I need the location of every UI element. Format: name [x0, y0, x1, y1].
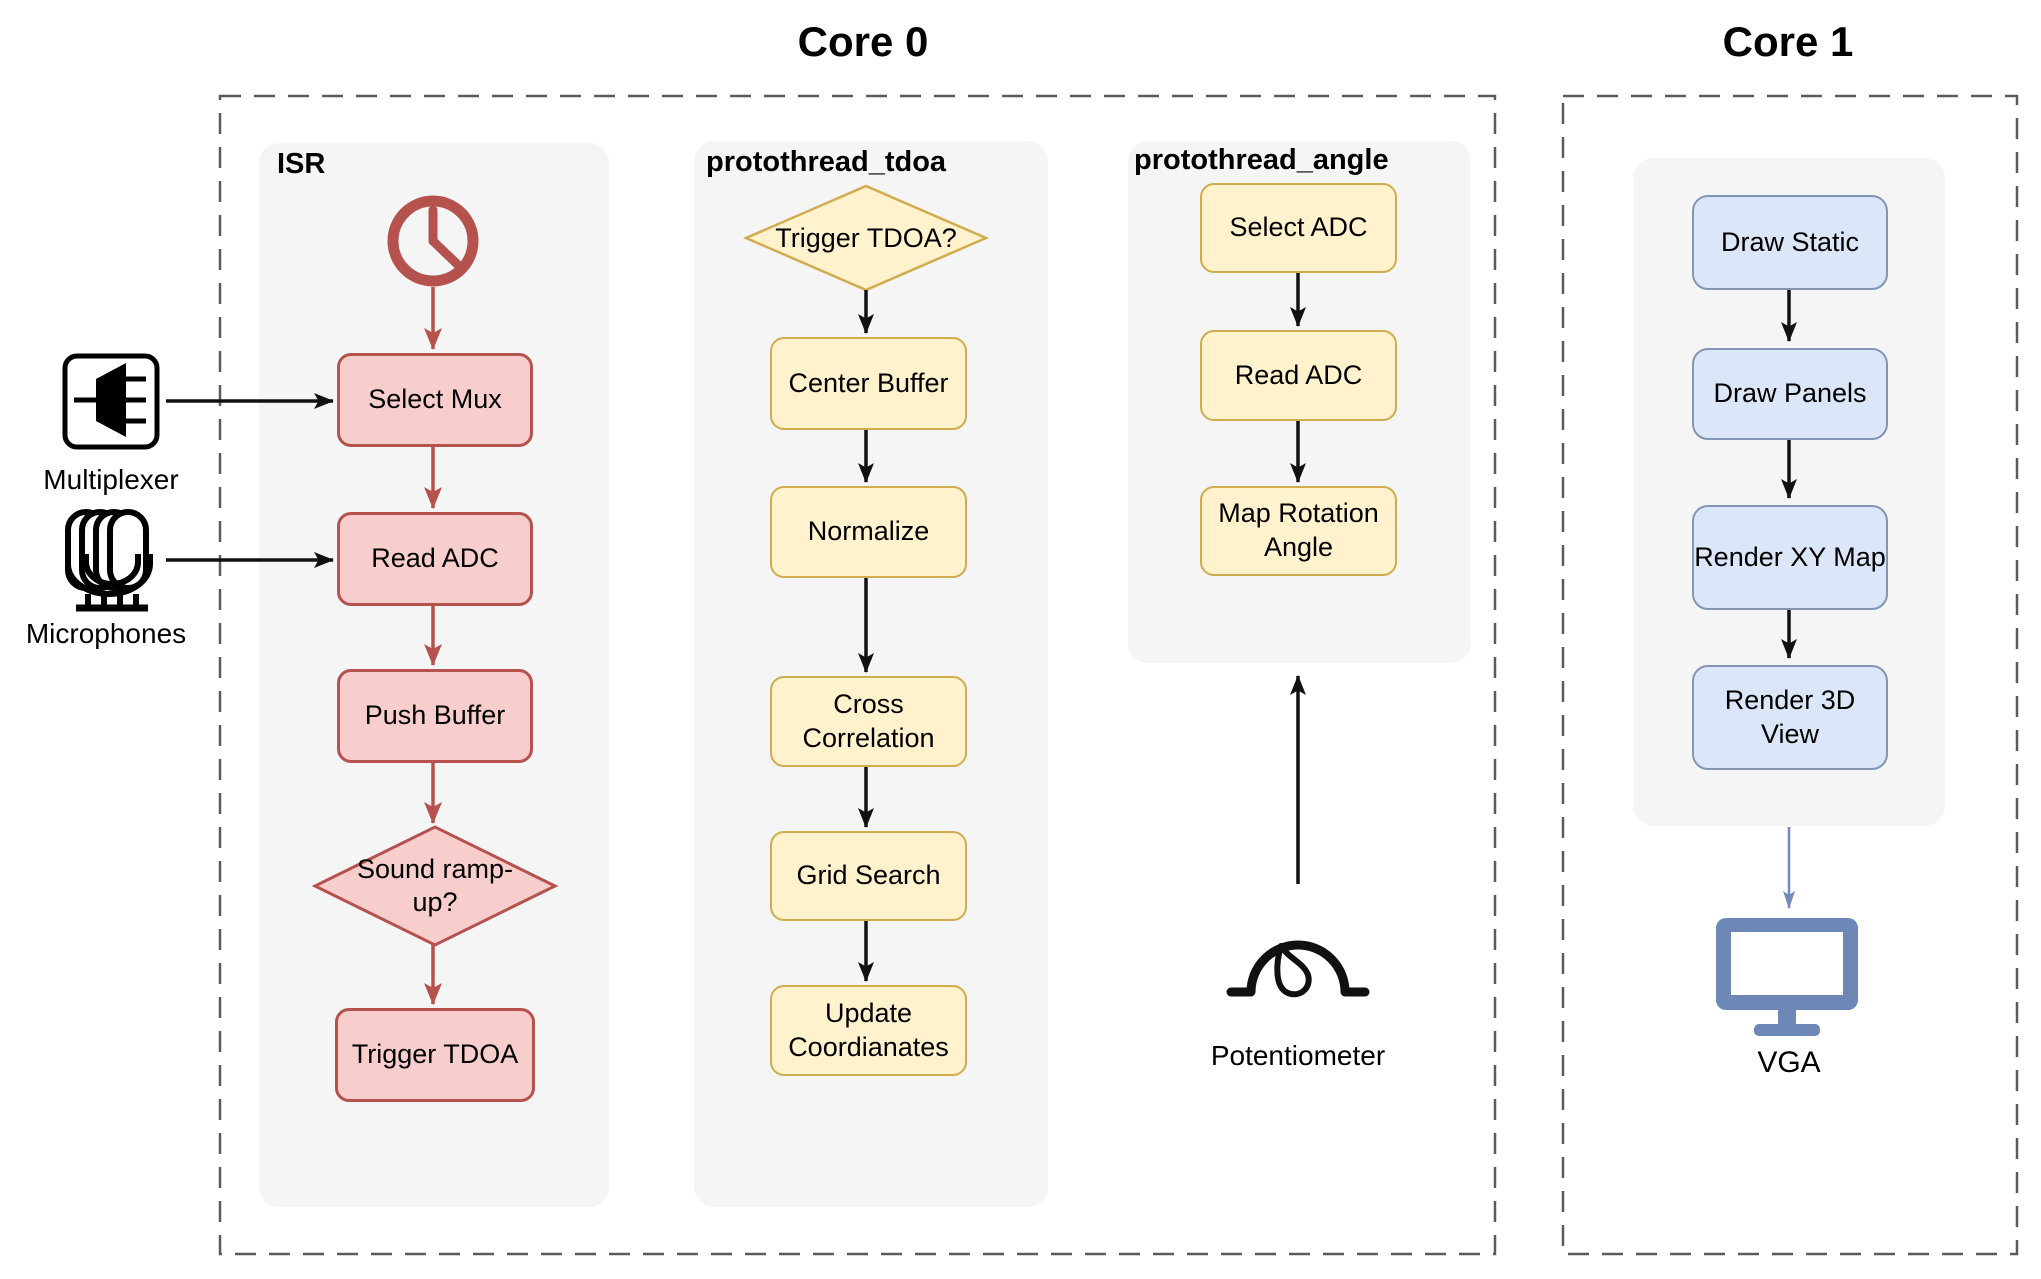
- node-render-xy-map: Render XY Map: [1692, 505, 1888, 610]
- node-render-3d-view: Render 3D View: [1692, 665, 1888, 770]
- core1-title: Core 1: [1722, 18, 1854, 65]
- core0-title: Core 0: [797, 18, 929, 65]
- node-draw-static: Draw Static: [1692, 195, 1888, 290]
- node-select-mux: Select Mux: [337, 353, 533, 447]
- black-flow-arrows: [166, 273, 1797, 982]
- node-map-rotation-angle: Map Rotation Angle: [1200, 486, 1397, 576]
- monitor-icon: [1716, 918, 1858, 1036]
- microphones-label: Microphones: [25, 618, 187, 649]
- gauge-icon: [1226, 940, 1370, 998]
- potentiometer-label: Potentiometer: [1210, 1040, 1386, 1071]
- node-center-buffer: Center Buffer: [770, 337, 967, 430]
- core0-boundary: [218, 94, 1497, 1256]
- node-cross-correlation: Cross Correlation: [770, 676, 967, 767]
- node-grid-search: Grid Search: [770, 831, 967, 921]
- node-trigger-tdoa: Trigger TDOA: [335, 1008, 535, 1102]
- node-draw-panels: Draw Panels: [1692, 348, 1888, 440]
- node-push-buffer: Push Buffer: [337, 669, 533, 763]
- node-update-coordinates: Update Coordianates: [770, 985, 967, 1076]
- core1-boundary: [1561, 94, 2019, 1256]
- node-select-adc: Select ADC: [1200, 183, 1397, 273]
- protothread-tdoa-title: protothread_tdoa: [706, 146, 947, 178]
- multiplexer-icon: [62, 353, 160, 450]
- decision-trigger-tdoa-label: Trigger TDOA?: [775, 222, 957, 253]
- multiplexer-label: Multiplexer: [43, 464, 179, 495]
- node-read-adc-angle: Read ADC: [1200, 330, 1397, 421]
- decision-sound-rampup-shape: [311, 825, 559, 947]
- clock-icon: [387, 195, 479, 287]
- node-read-adc-isr: Read ADC: [337, 512, 533, 606]
- node-normalize: Normalize: [770, 486, 967, 578]
- vga-label: VGA: [1757, 1046, 1821, 1079]
- decision-trigger-tdoa-shape: [742, 184, 990, 292]
- decision-sound-rampup-label: Sound ramp-up?: [356, 854, 514, 917]
- isr-panel-title: ISR: [277, 148, 326, 180]
- microphones-icon: [65, 509, 153, 612]
- protothread-angle-title: protothread_angle: [1134, 144, 1389, 176]
